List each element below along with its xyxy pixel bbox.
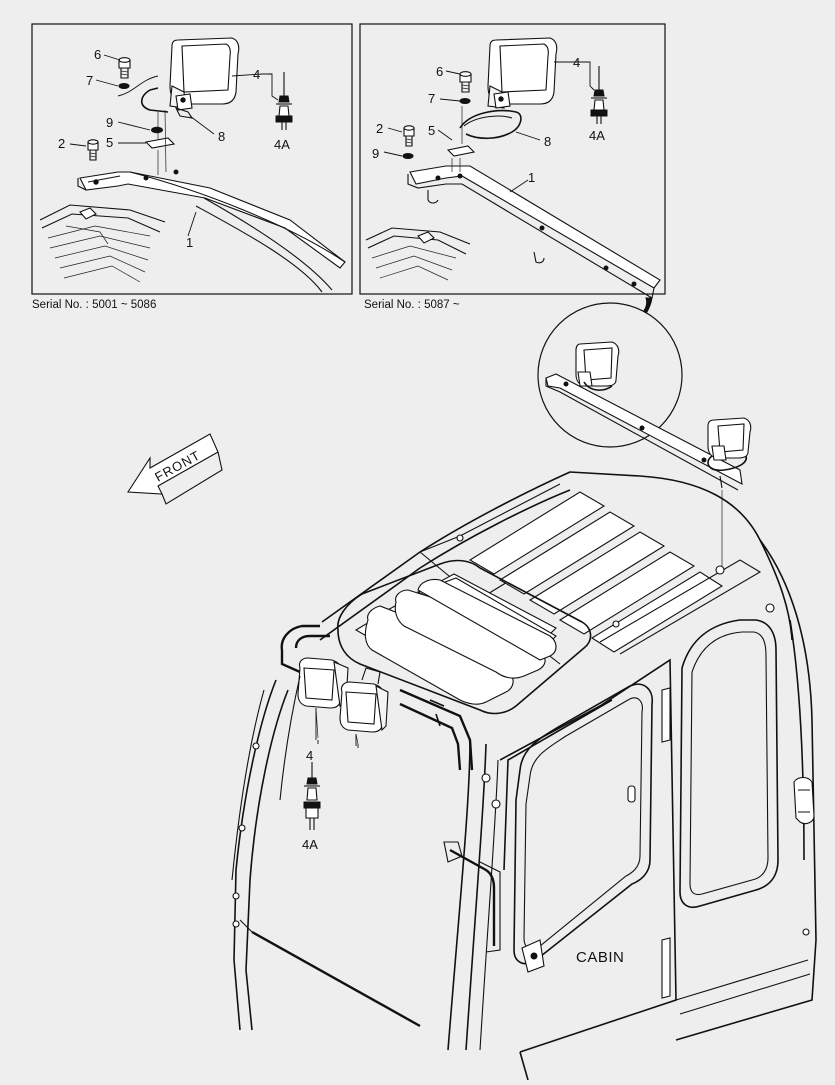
bracket-curved — [77, 169, 346, 293]
washer-9 — [402, 153, 414, 159]
washer-7 — [118, 83, 130, 89]
cable-hook-8 — [140, 87, 169, 113]
zoom-detail-bracket — [537, 302, 752, 491]
work-lamp-front-left — [297, 657, 349, 709]
label-4a: 4A — [589, 128, 605, 143]
main-label-4: 4 — [306, 748, 313, 763]
cabin-label: CABIN — [576, 949, 624, 966]
detail-panel-right: 6 7 2 9 5 4 4A 8 1 — [359, 23, 666, 299]
label-7: 7 — [428, 91, 435, 106]
label-8: 8 — [544, 134, 551, 149]
main-lamp-callout: 4 4A — [302, 708, 359, 852]
label-4: 4 — [253, 67, 260, 82]
label-8: 8 — [218, 129, 225, 144]
bulb-4a-left — [275, 72, 293, 130]
label-2: 2 — [58, 136, 65, 151]
serial-range-right: Serial No. : 5087 ~ — [364, 299, 460, 311]
roof-fragment — [365, 227, 471, 281]
work-lamp-front-right — [339, 667, 389, 733]
bolt-6 — [118, 57, 131, 79]
label-2: 2 — [376, 121, 383, 136]
label-9: 9 — [106, 115, 113, 130]
bracket-straight — [407, 165, 661, 299]
bulb-4a-right — [590, 66, 608, 124]
roof-fragment — [39, 204, 166, 283]
label-6: 6 — [94, 47, 101, 62]
bolt-2 — [87, 139, 99, 161]
main-label-4a: 4A — [302, 837, 318, 852]
bolt-6 — [459, 71, 472, 93]
serial-range-left: Serial No. : 5001 ~ 5086 — [32, 299, 156, 311]
label-9: 9 — [372, 146, 379, 161]
work-lamp-left-detail — [169, 37, 240, 119]
label-4: 4 — [573, 55, 580, 70]
washer-7 — [459, 98, 471, 104]
bolt-2 — [403, 125, 415, 147]
work-lamp-right-detail — [487, 37, 558, 109]
front-direction-arrow: FRONT — [127, 433, 223, 505]
label-1: 1 — [528, 170, 535, 185]
label-4a: 4A — [274, 137, 290, 152]
washer-9 — [151, 126, 163, 134]
plate-5 — [446, 145, 476, 157]
plate-5 — [144, 137, 176, 149]
cable-loop-8 — [459, 109, 522, 140]
label-5: 5 — [428, 123, 435, 138]
label-7: 7 — [86, 73, 93, 88]
label-5: 5 — [106, 135, 113, 150]
label-6: 6 — [436, 64, 443, 79]
label-1: 1 — [186, 235, 193, 250]
cabin-assembly: CABIN — [231, 471, 817, 1081]
detail-panel-left: 6 7 9 5 2 4 4A 8 1 — [31, 23, 353, 295]
